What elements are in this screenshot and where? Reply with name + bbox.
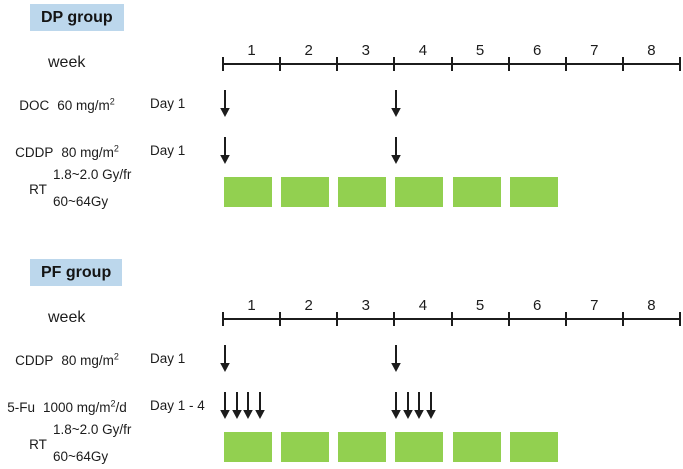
drug-name: CDDP bbox=[15, 352, 54, 368]
dose-superscript: 2 bbox=[109, 96, 115, 106]
drug-dose: 80 mg/m2 bbox=[61, 351, 119, 368]
drug-row-label: CDDP 80 mg/m2 bbox=[0, 351, 134, 368]
timeline-tick bbox=[621, 57, 624, 71]
dose-superscript: 2 bbox=[113, 143, 119, 153]
week-number: 3 bbox=[361, 42, 370, 59]
week-number: 5 bbox=[475, 42, 485, 59]
rt-week-block bbox=[224, 177, 272, 207]
rt-week-block bbox=[281, 432, 330, 462]
dose-main: 1000 mg/m bbox=[42, 399, 111, 415]
timeline-tick bbox=[507, 312, 510, 326]
rt-week-block bbox=[452, 432, 501, 462]
timeline-tick bbox=[507, 57, 510, 71]
rt-week-block bbox=[338, 432, 387, 462]
dose-arrow-icon bbox=[413, 391, 425, 419]
dose-arrow-icon bbox=[219, 344, 231, 372]
dose-tail: /d bbox=[115, 399, 127, 415]
schedule-label: Day 1 bbox=[150, 351, 186, 366]
timeline-tick bbox=[393, 312, 396, 326]
timeline-tick bbox=[336, 312, 339, 326]
drug-row-label: CDDP 80 mg/m2 bbox=[0, 143, 134, 160]
week-number: 3 bbox=[361, 297, 370, 314]
dose-arrow-icon bbox=[390, 391, 402, 419]
timeline-tick bbox=[279, 57, 282, 71]
drug-name: CDDP bbox=[15, 144, 54, 160]
drug-name: DOC bbox=[19, 97, 50, 113]
rt-week-block bbox=[338, 177, 387, 207]
drug-dose: 60 mg/m2 bbox=[57, 96, 115, 113]
dose-main: 80 mg/m bbox=[61, 352, 114, 368]
drug-dose: 1000 mg/m2/d bbox=[42, 398, 127, 415]
timeline-tick bbox=[222, 312, 224, 326]
week-number: 4 bbox=[418, 297, 428, 314]
week-number: 4 bbox=[418, 42, 428, 59]
timeline-tick bbox=[621, 312, 624, 326]
drug-dose: 80 mg/m2 bbox=[61, 143, 119, 160]
timeline-tick bbox=[279, 312, 282, 326]
rt-week-block bbox=[395, 432, 444, 462]
schedule-label: Day 1 bbox=[150, 143, 186, 158]
week-number: 6 bbox=[532, 297, 542, 314]
rt-dose-per-fraction: 1.8~2.0 Gy/fr bbox=[53, 422, 132, 437]
timeline-tick bbox=[450, 57, 453, 71]
week-number: 6 bbox=[532, 42, 542, 59]
week-number: 5 bbox=[475, 297, 485, 314]
timeline-tick bbox=[679, 312, 681, 326]
week-number: 7 bbox=[590, 297, 599, 314]
rt-label: RT bbox=[29, 437, 47, 452]
week-number: 1 bbox=[247, 42, 256, 59]
dose-arrow-icon bbox=[390, 136, 402, 164]
rt-week-block bbox=[281, 177, 330, 207]
drug-name: 5-Fu bbox=[7, 399, 35, 415]
rt-week-block bbox=[452, 177, 501, 207]
dose-arrow-icon bbox=[390, 89, 402, 117]
dose-arrow-icon bbox=[390, 344, 402, 372]
week-axis-label: week bbox=[48, 54, 86, 71]
drug-row-label: DOC 60 mg/m2 bbox=[0, 96, 134, 113]
dose-arrow-icon bbox=[402, 391, 414, 419]
timeline-tick bbox=[450, 312, 453, 326]
dose-arrow-icon bbox=[231, 391, 243, 419]
group-title-badge: DP group bbox=[30, 4, 124, 31]
rt-week-block bbox=[509, 177, 558, 207]
timeline-tick bbox=[222, 57, 224, 71]
week-number: 2 bbox=[304, 297, 313, 314]
rt-total-dose: 60~64Gy bbox=[53, 449, 109, 464]
week-number: 1 bbox=[247, 297, 256, 314]
dose-superscript: 2 bbox=[113, 351, 119, 361]
schedule-label: Day 1 bbox=[150, 96, 186, 111]
rt-label: RT bbox=[29, 182, 47, 197]
dose-arrow-icon bbox=[219, 136, 231, 164]
group-title-badge: PF group bbox=[30, 259, 123, 286]
rt-week-block bbox=[509, 432, 558, 462]
dose-main: 80 mg/m bbox=[61, 144, 114, 160]
timeline-tick bbox=[336, 57, 339, 71]
drug-row-label: 5-Fu 1000 mg/m2/d bbox=[0, 398, 134, 415]
rt-total-dose: 60~64Gy bbox=[53, 194, 109, 209]
dose-arrow-icon bbox=[219, 89, 231, 117]
dose-superscript: 2 bbox=[110, 398, 116, 408]
dose-arrow-icon bbox=[242, 391, 254, 419]
timeline-tick bbox=[679, 57, 681, 71]
timeline-tick bbox=[393, 57, 396, 71]
dose-main: 60 mg/m bbox=[57, 97, 110, 113]
week-number: 7 bbox=[590, 42, 599, 59]
week-number: 2 bbox=[304, 42, 313, 59]
week-number: 8 bbox=[647, 297, 656, 314]
timeline-tick bbox=[564, 312, 567, 326]
rt-dose-per-fraction: 1.8~2.0 Gy/fr bbox=[53, 167, 132, 182]
schedule-label: Day 1 - 4 bbox=[150, 398, 205, 413]
rt-week-block bbox=[395, 177, 444, 207]
rt-week-block bbox=[224, 432, 272, 462]
week-number: 8 bbox=[647, 42, 656, 59]
timeline-tick bbox=[564, 57, 567, 71]
dose-arrow-icon bbox=[425, 391, 437, 419]
dose-arrow-icon bbox=[219, 391, 231, 419]
dose-arrow-icon bbox=[254, 391, 266, 419]
week-axis-label: week bbox=[48, 309, 86, 326]
